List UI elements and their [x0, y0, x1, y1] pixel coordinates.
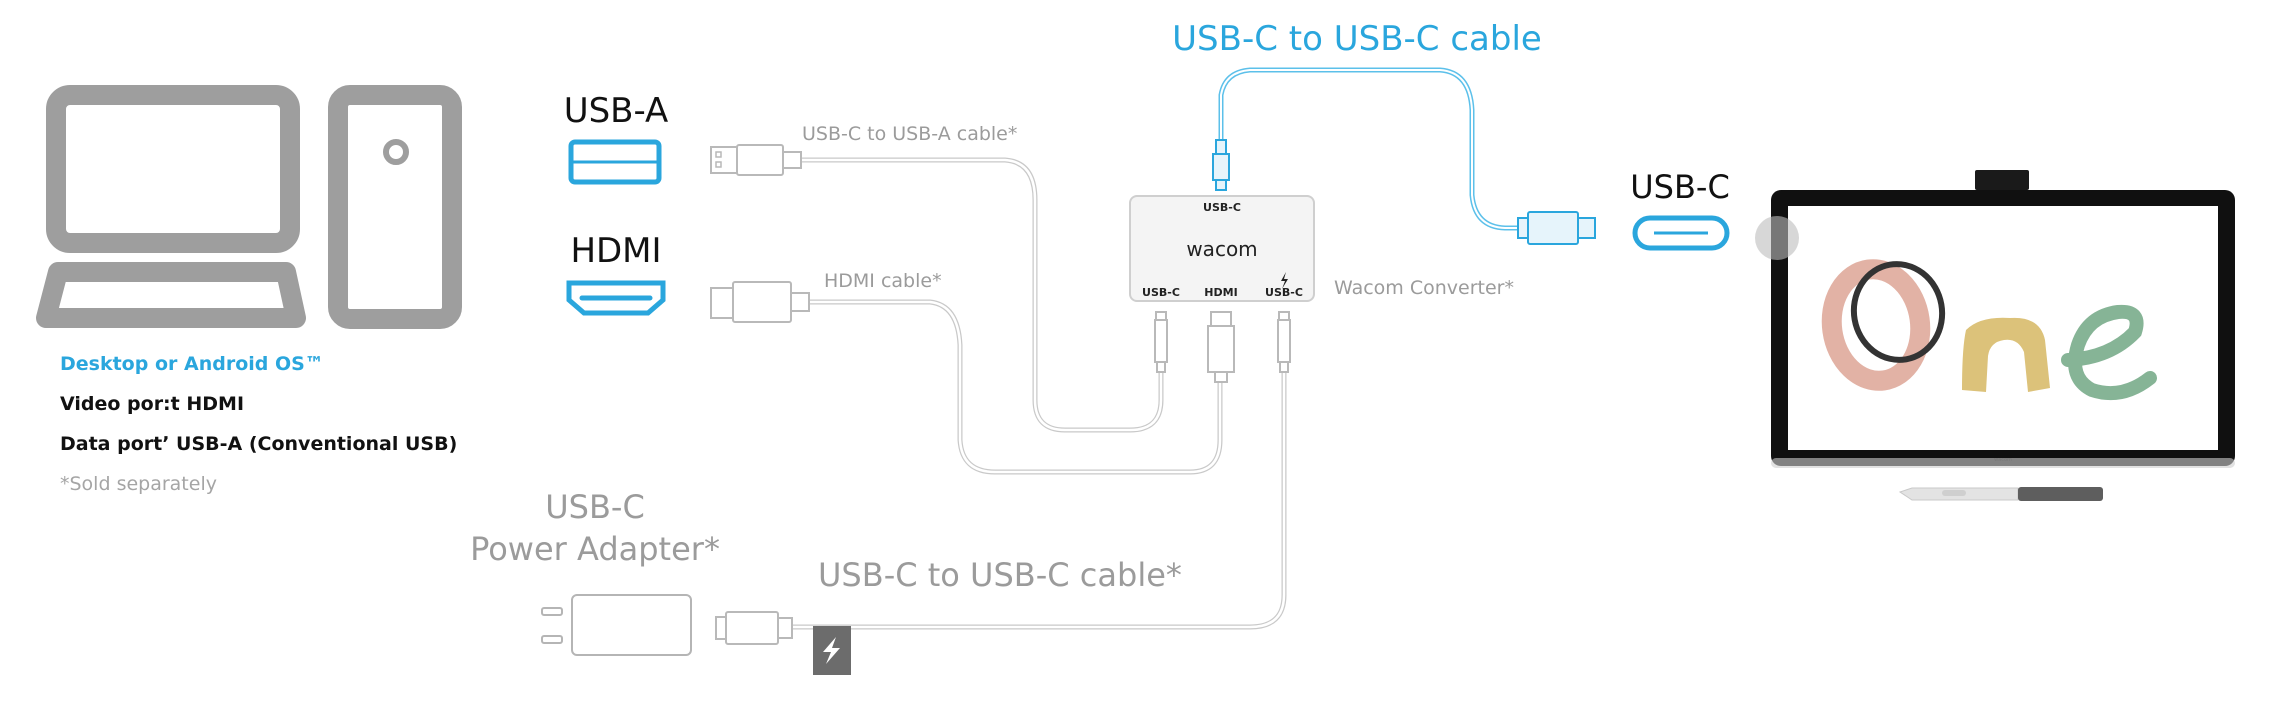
usb-c-to-usb-a-cable-label: USB-C to USB-A cable*	[802, 123, 1017, 145]
tablet-brand-mark: wacom	[1994, 457, 2012, 463]
hdmi-label: HDMI	[570, 231, 661, 271]
connection-point-marker	[1755, 216, 1799, 260]
converter-port-usb-c-2: USB-C	[1265, 286, 1303, 299]
hdmi-cable-label: HDMI cable*	[824, 270, 942, 292]
usb-c-to-usb-a-cable	[710, 144, 1164, 433]
os-label: Desktop or Android OS™	[60, 353, 324, 375]
letter-n	[1962, 317, 2050, 392]
letter-e	[2061, 304, 2157, 401]
desktop-computer-icon	[36, 85, 462, 329]
usb-a-label: USB-A	[564, 91, 669, 131]
usb-c-label: USB-C	[1630, 168, 1730, 206]
wacom-one-tablet: wacom	[1771, 170, 2235, 468]
power-adapter-line1: USB-C	[545, 488, 645, 526]
converter-bottom-plugs	[1154, 311, 1291, 383]
video-port-label: Video por:t HDMI	[60, 393, 245, 415]
hdmi-cable	[710, 281, 1223, 475]
converter-name-label: Wacom Converter*	[1334, 277, 1514, 299]
converter-top-port-label: USB-C	[1203, 201, 1241, 214]
camera-bump	[1975, 170, 2029, 190]
wacom-converter: USB-C wacom USB-C HDMI USB-C	[1129, 195, 1315, 302]
power-bolt-icon	[1281, 272, 1288, 289]
letter-o	[1821, 259, 1931, 391]
converter-port-hdmi: HDMI	[1204, 286, 1237, 299]
stylus-pen-icon	[1898, 487, 2103, 501]
hdmi-port-icon	[566, 280, 666, 316]
usb-a-port-icon	[568, 139, 662, 185]
usb-c-to-usb-c-cable-title: USB-C to USB-C cable	[1172, 19, 1542, 59]
converter-port-usb-c-1: USB-C	[1142, 286, 1180, 299]
usb-c-to-usb-c-power-cable	[790, 372, 1287, 630]
data-port-label: Data portʼ USB-A (Conventional USB)	[60, 433, 458, 455]
letter-o-ring	[1850, 261, 1946, 363]
power-adapter-icon	[541, 594, 793, 656]
usb-c-to-usb-c-main-cable	[1212, 67, 1596, 245]
usb-c-port-icon	[1632, 215, 1730, 251]
wacom-logo: wacom	[1186, 237, 1257, 261]
sold-separately-note: *Sold separately	[60, 473, 217, 495]
power-cable-label: USB-C to USB-C cable*	[818, 556, 1182, 594]
power-adapter-line2: Power Adapter*	[470, 530, 720, 568]
lightning-bolt-icon	[813, 626, 851, 675]
